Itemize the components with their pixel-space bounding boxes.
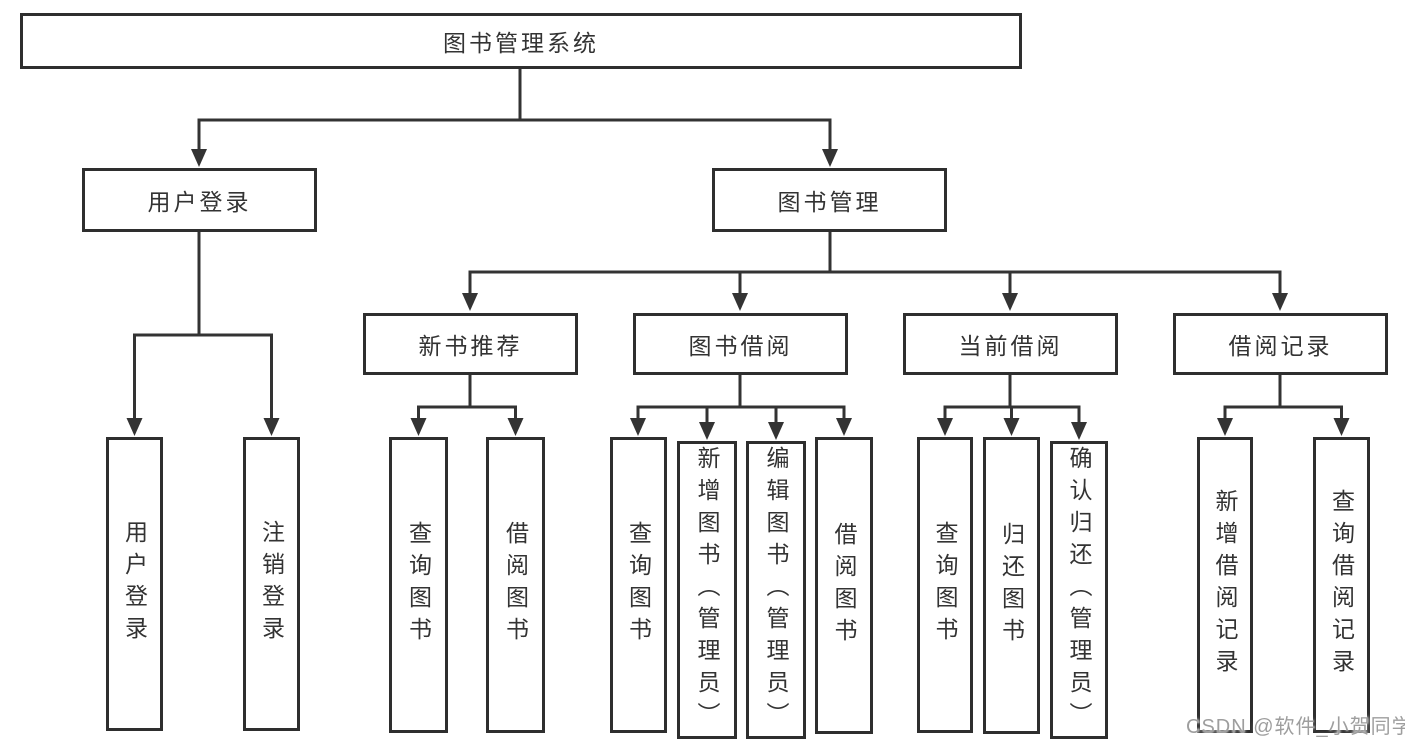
leaf-user-login: 用户登录 [106,437,163,731]
arrowhead [191,149,207,167]
node-root-system: 图书管理系统 [20,13,1022,69]
arrowhead [937,418,953,436]
arrowhead [1333,418,1350,436]
arrowhead [1217,418,1233,436]
leaf-logout: 注销登录 [243,437,300,731]
leaf-current-return-books: 归还图书 [983,437,1040,734]
arrowhead [126,418,143,436]
leaf-borrow-query-books: 查询图书 [610,437,667,733]
connector-records-children [1217,373,1350,436]
connector-recommend-children [410,373,524,436]
leaf-records-add-record: 新增借阅记录 [1197,437,1253,733]
node-user-login: 用户登录 [82,168,317,232]
leaf-recommend-borrow-books: 借阅图书 [486,437,545,733]
arrowhead [507,418,524,436]
leaf-current-query-books: 查询图书 [917,437,973,733]
node-book-management: 图书管理 [712,168,947,232]
connector-book-management-children [462,230,1288,311]
arrowhead [1071,422,1087,440]
arrowhead [462,293,478,311]
arrowhead [1002,293,1018,311]
connector-user-login-children [126,230,280,436]
connector-borrow-children [630,373,852,440]
arrowhead [1272,293,1288,311]
connector-root-to-level2 [191,67,838,167]
arrowhead [630,418,646,436]
leaf-borrow-edit-books-admin: 编辑图书（管理员） [746,441,806,739]
connector-current-children [937,373,1087,440]
leaf-current-confirm-return-admin: 确认归还（管理员） [1050,441,1108,739]
arrowhead [410,418,427,436]
arrowhead [732,293,748,311]
node-book-borrow: 图书借阅 [633,313,848,375]
arrowhead [1003,418,1020,436]
arrowhead [699,422,715,440]
arrowhead [822,149,838,167]
csdn-watermark: CSDN @软件_小贺同学 [1186,716,1405,738]
leaf-borrow-add-books-admin: 新增图书（管理员） [677,441,737,739]
node-current-borrow: 当前借阅 [903,313,1118,375]
node-borrow-records: 借阅记录 [1173,313,1388,375]
arrowhead [263,418,280,436]
leaf-recommend-query-books: 查询图书 [389,437,448,733]
node-new-book-recommend: 新书推荐 [363,313,578,375]
leaf-records-query-record: 查询借阅记录 [1313,437,1370,733]
leaf-borrow-borrow-books: 借阅图书 [815,437,873,734]
arrowhead [768,422,784,440]
arrowhead [836,418,852,436]
